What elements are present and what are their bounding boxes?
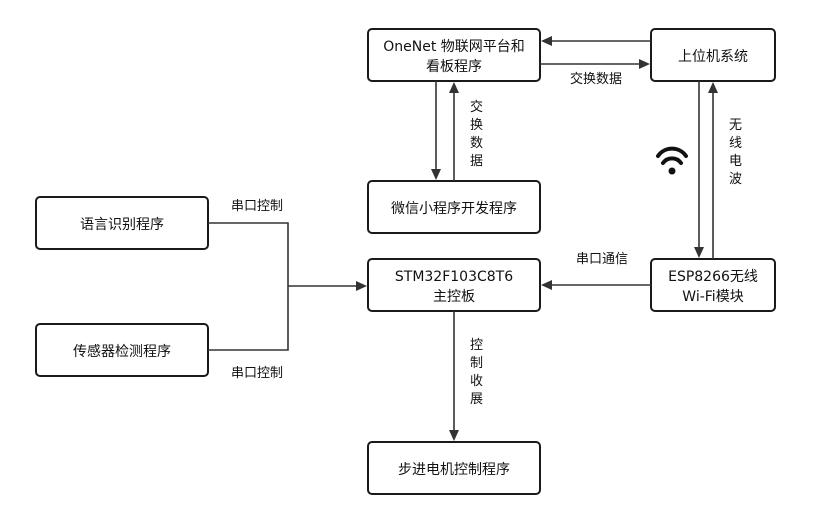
edge-onenet-to-wechat-arrowhead [431,169,441,180]
node-onenet-platform-label-line-1: OneNet 物联网平台和 [383,39,525,55]
edge-esp-to-host [708,82,718,259]
edge-stm32-stepper-label-char-1: 控 [470,338,483,353]
node-esp8266-module-label-line-1: ESP8266无线 [668,269,758,285]
edge-stm32-to-stepper [449,311,459,441]
edge-wechat-to-onenet-arrowhead [449,82,459,93]
edge-esp-to-stm32-arrowhead [541,280,552,290]
edge-host-esp-label-char-4: 波 [729,172,742,187]
node-stm32-board-label-line-2: 主控板 [433,289,475,305]
edge-esp-to-stm32 [541,280,651,290]
edge-speech-stm32-label: 串口控制 [231,199,283,214]
node-speech-recognition: 语言识别程序 [35,196,209,250]
node-host-system-box [650,28,776,82]
edge-host-to-esp-arrowhead [694,247,704,258]
node-sensor-detection: 传感器检测程序 [35,323,209,377]
edge-sensor-merge-wire [208,222,289,351]
edge-host-to-onenet-arrowhead [541,36,552,46]
edge-onenet-to-host [540,59,650,69]
wifi-icon [656,146,688,175]
edge-host-esp-label-char-1: 无 [729,118,742,133]
edge-wechat-to-onenet [449,82,459,181]
edge-merge-to-stm32 [288,281,367,291]
edge-onenet-host-label: 交换数据 [570,71,622,87]
node-onenet-platform: OneNet 物联网平台和 看板程序 [367,28,541,82]
edge-host-to-esp [694,81,704,258]
wifi-icon-outer-arc [656,146,688,158]
edge-stm32-stepper-label-char-2: 制 [470,356,483,371]
edge-onenet-to-host-arrowhead [639,59,650,69]
edge-onenet-wechat-label-char-2: 换 [470,118,483,133]
node-sensor-detection-label: 传感器检测程序 [73,343,171,360]
edge-host-esp-label-char-3: 电 [729,154,742,169]
node-wechat-miniprogram-label: 微信小程序开发程序 [391,201,517,217]
edge-stm32-stepper-label-char-3: 收 [470,374,483,389]
edge-onenet-wechat-label-char-1: 交 [470,99,483,115]
node-onenet-platform-box [367,28,541,82]
edge-merge-to-stm32-arrowhead [356,281,367,291]
node-host-system-label: 上位机系统 [678,49,748,65]
node-onenet-platform-label-line-2: 看板程序 [426,59,482,75]
wifi-icon-middle-arc [661,156,683,165]
node-stepper-motor-control-box [367,441,541,495]
edge-sensor-stm32-label: 串口控制 [231,366,283,381]
edge-onenet-to-wechat [431,81,441,180]
wifi-icon-dot [668,167,676,175]
edge-onenet-wechat-label-char-4: 据 [470,154,483,169]
node-speech-recognition-label: 语言识别程序 [80,217,164,233]
edge-esp-stm32-label: 串口通信 [576,252,628,267]
node-esp8266-module: ESP8266无线 Wi-Fi模块 [650,258,776,312]
node-stm32-board: STM32F103C8T6 主控板 [367,258,541,312]
edge-stm32-to-stepper-arrowhead [449,430,459,441]
node-stepper-motor-control: 步进电机控制程序 [367,441,541,495]
edge-host-to-onenet [541,36,651,46]
node-host-system: 上位机系统 [650,28,776,82]
node-stepper-motor-control-label: 步进电机控制程序 [398,462,510,478]
edge-stm32-stepper-label-char-4: 展 [470,392,483,407]
node-stm32-board-label-line-1: STM32F103C8T6 [395,269,513,285]
edge-esp-to-host-arrowhead [708,82,718,93]
node-wechat-miniprogram: 微信小程序开发程序 [367,180,541,234]
node-esp8266-module-label-line-2: Wi-Fi模块 [682,289,743,305]
edge-onenet-wechat-label-char-3: 数 [470,136,483,151]
edge-host-esp-label-char-2: 线 [729,136,742,151]
